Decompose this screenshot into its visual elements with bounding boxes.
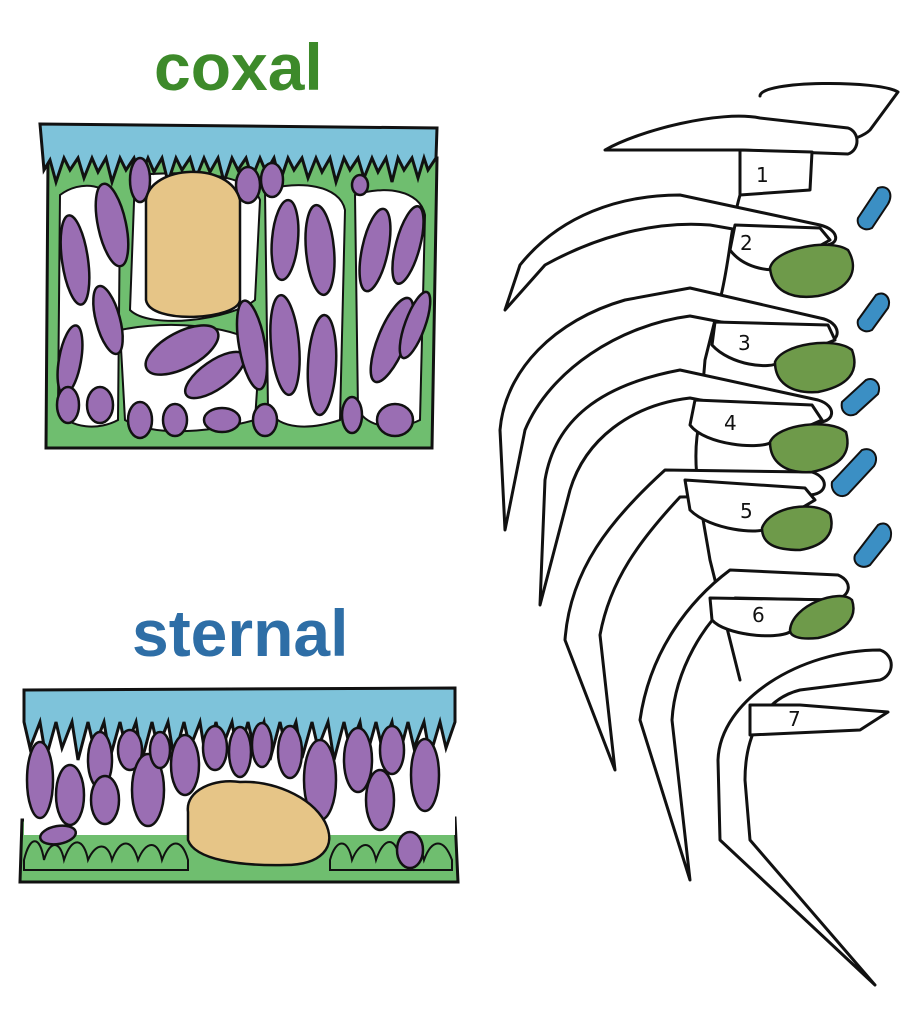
sternal-cell — [250, 721, 274, 769]
segment-number: 4 — [724, 411, 737, 435]
coxal-cell — [340, 395, 364, 435]
coxal-cell — [259, 161, 285, 199]
sternal-cell — [395, 830, 425, 870]
coxal-cell — [128, 156, 152, 204]
coxal-cell — [144, 324, 220, 376]
coxal-cell — [270, 198, 300, 282]
sternal-glands — [830, 186, 892, 568]
coxal-gland-4 — [768, 423, 849, 474]
coxal-cell — [269, 293, 301, 397]
coxal-cell — [202, 406, 242, 434]
sternal-cell — [201, 724, 229, 772]
coxal-cell — [85, 385, 115, 425]
segment-legs — [498, 114, 893, 987]
coxal-gland-3 — [773, 341, 856, 394]
sternal-gland-5 — [853, 522, 892, 568]
coxal-title: coxal — [154, 30, 323, 104]
coxal-gland-2 — [768, 243, 854, 299]
sternal-cell — [169, 733, 201, 797]
sternal-gland-3 — [840, 378, 880, 417]
coxal-cell — [59, 214, 91, 306]
segment-number: 5 — [740, 499, 753, 523]
segment-number: 2 — [740, 231, 753, 255]
sternal-nucleus — [186, 780, 331, 867]
coxal-cell — [161, 402, 189, 438]
coxal-glands — [760, 243, 856, 640]
coxal-cell — [398, 290, 432, 360]
sternal-cell — [276, 724, 304, 780]
coxal-gland-6 — [788, 594, 855, 640]
coxal-cell — [391, 204, 425, 286]
sternal-cell — [364, 768, 396, 832]
coxal-gland-5 — [760, 505, 833, 552]
coxal-cell — [350, 173, 370, 197]
coxal-cell — [306, 313, 338, 417]
coxal-cell — [234, 165, 262, 205]
coxal-cell — [251, 402, 279, 438]
segment-number: 1 — [756, 163, 769, 187]
coxal-cell — [358, 207, 392, 293]
sternal-cell — [25, 740, 55, 820]
sternal-cell — [342, 726, 374, 794]
sternal-cell — [89, 774, 121, 826]
coxal-cell — [94, 182, 130, 268]
sternal-cell — [38, 824, 78, 846]
segment-number: 7 — [788, 707, 801, 731]
sternal-cell — [130, 752, 166, 828]
sternal-gland-1 — [856, 186, 892, 231]
coxal-tissue-section — [38, 122, 439, 450]
segment-numbers: 1 2 3 4 5 6 7 — [724, 163, 801, 731]
sternal-cell — [54, 763, 86, 827]
coxal-cells — [55, 156, 432, 440]
sternal-cell — [116, 728, 144, 772]
sternal-green-fringe — [23, 840, 453, 871]
sternal-cells — [25, 721, 441, 870]
sternal-cell — [378, 724, 406, 776]
sternal-title: sternal — [132, 596, 349, 670]
segment-diagram: 1 2 3 4 5 6 7 — [498, 81, 900, 987]
sternal-cell — [409, 737, 441, 813]
sternal-cell — [227, 725, 253, 779]
sternal-gland-2 — [856, 292, 890, 333]
sternal-gland-4 — [830, 448, 878, 498]
coxal-cell — [375, 402, 415, 438]
coxal-cell — [126, 400, 154, 440]
sternal-tissue-section — [18, 686, 460, 884]
coxal-nucleus — [144, 170, 242, 319]
coxal-cell — [92, 284, 124, 356]
segment-number: 6 — [752, 603, 765, 627]
coxal-cell — [55, 385, 81, 425]
segment-number: 3 — [738, 331, 751, 355]
sternal-cell — [148, 730, 172, 770]
coxal-cell — [235, 299, 269, 391]
coxal-cell — [304, 203, 336, 297]
